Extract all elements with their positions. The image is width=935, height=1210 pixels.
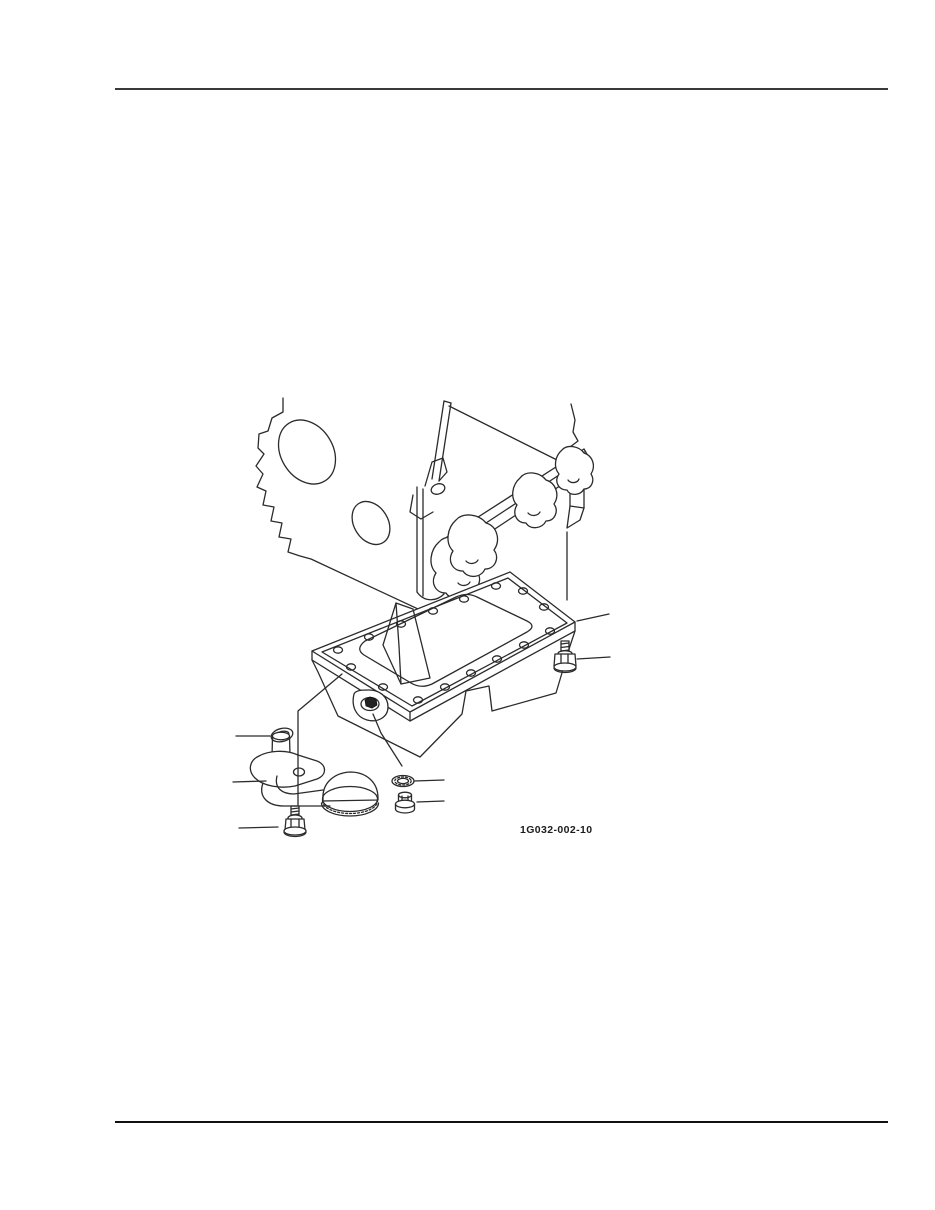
- sealing-washer: [391, 774, 415, 788]
- oil-pan-drain-boss: [352, 689, 389, 722]
- strainer-mounting-bolt: [283, 805, 307, 838]
- flange-bolt-holes: [332, 582, 556, 704]
- figure-code: 1G032-002-10: [520, 824, 593, 836]
- drain-plug: [394, 791, 416, 814]
- oil-pan: [311, 571, 576, 758]
- engine-crankcase: [255, 397, 595, 631]
- oil-strainer: [249, 731, 380, 817]
- callout-leader-lines: [232, 531, 611, 829]
- oil-pan-bolt: [553, 640, 577, 674]
- top-rule: [115, 88, 888, 90]
- bearing-caps: [430, 445, 595, 600]
- bottom-rule: [115, 1121, 888, 1123]
